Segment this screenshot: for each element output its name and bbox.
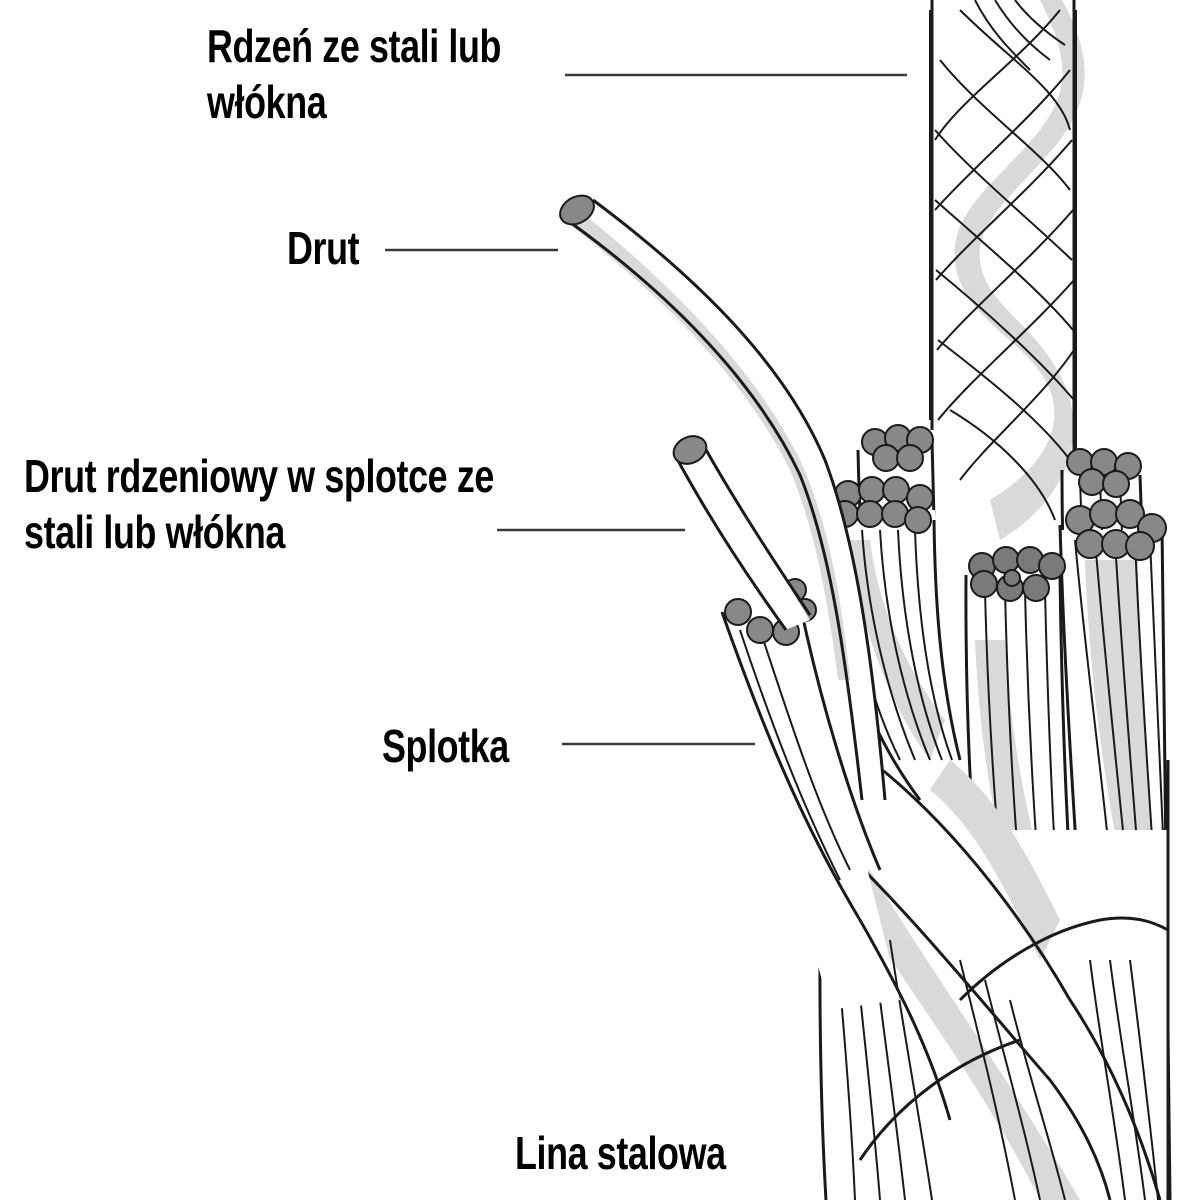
single-wire <box>559 194 887 801</box>
label-core-line2: włókna <box>207 76 327 128</box>
strand-core-wire <box>672 435 812 631</box>
label-rope-text: Lina stalowa <box>515 1127 726 1179</box>
label-strand-text: Splotka <box>382 720 509 772</box>
label-strand-core-line1: Drut rdzeniowy w splotce ze <box>24 450 494 502</box>
label-core: Rdzeń ze stali lub włókna <box>207 18 501 130</box>
label-strand: Splotka <box>382 718 509 774</box>
rope-body <box>818 758 1170 1200</box>
label-strand-core: Drut rdzeniowy w splotce ze stali lub wł… <box>24 448 494 560</box>
label-strand-core-line2: stali lub włókna <box>24 506 285 558</box>
label-core-line1: Rdzeń ze stali lub <box>207 20 502 72</box>
label-rope: Lina stalowa <box>515 1125 726 1181</box>
label-wire: Drut <box>287 220 360 276</box>
label-wire-text: Drut <box>287 222 360 274</box>
